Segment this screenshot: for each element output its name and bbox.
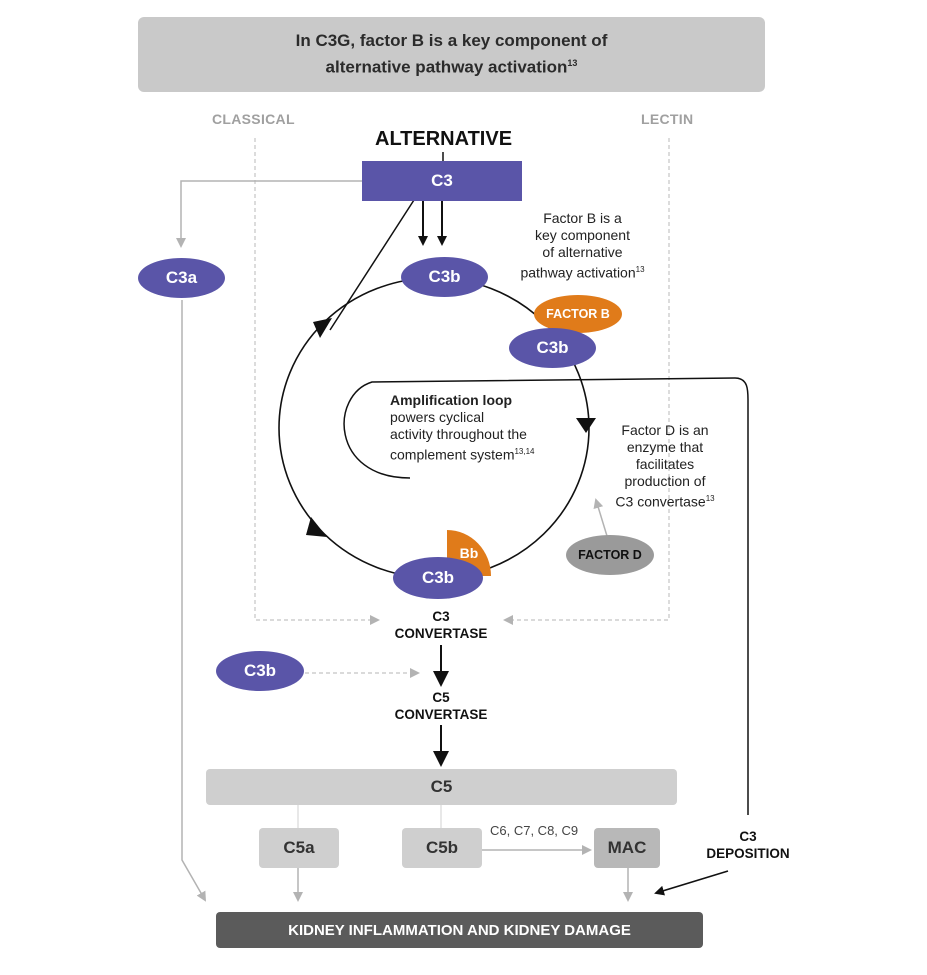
factor-d-note-line-5-text: C3 convertase: [615, 493, 706, 510]
amplification-note: Amplification loop powers cyclical activ…: [390, 392, 565, 464]
classical-pathway-label: CLASSICAL: [212, 111, 295, 127]
alternative-pathway-label: ALTERNATIVE: [375, 128, 513, 150]
factor-d-node: FACTOR D: [566, 535, 654, 575]
factor-b-note-line-4: pathway activation13: [505, 261, 660, 282]
c5-convertase-line-1: C5: [432, 690, 450, 705]
c3-convertase-line-1: C3: [432, 609, 450, 624]
banner-line-2-text: alternative pathway activation: [325, 57, 568, 77]
factor-d-note-line-1: Factor D is an: [621, 422, 709, 438]
c5-convertase-label: C5 CONVERTASE: [381, 689, 501, 723]
factor-d-ref: 13: [705, 494, 715, 503]
c3b-right-node: C3b: [509, 328, 596, 368]
factor-d-note-line-3: facilitates: [635, 456, 695, 472]
c3-box: C3: [362, 161, 522, 201]
factor-d-note: Factor D is an enzyme that facilitates p…: [600, 422, 730, 511]
c3a-node: C3a: [138, 258, 225, 298]
amplification-line-1: powers cyclical: [390, 409, 485, 425]
c3b-left-node: C3b: [216, 651, 304, 691]
kidney-damage-box: KIDNEY INFLAMMATION AND KIDNEY DAMAGE: [216, 912, 703, 948]
c3-deposition-label: C3 DEPOSITION: [698, 828, 798, 862]
c5a-box: C5a: [259, 828, 339, 868]
factor-b-ref: 13: [635, 265, 645, 274]
c3-convertase-line-2: CONVERTASE: [394, 626, 488, 641]
c3-deposition-line-1: C3: [739, 829, 757, 844]
mac-box: MAC: [594, 828, 660, 868]
amplification-line-3: complement system13,14: [390, 443, 565, 464]
banner-line-2: alternative pathway activation13: [326, 52, 578, 79]
factor-b-note-line-4-text: pathway activation: [520, 264, 636, 281]
amplification-line-2: activity throughout the: [390, 426, 527, 442]
factor-d-note-line-5: C3 convertase13: [600, 490, 730, 511]
c5-box: C5: [206, 769, 677, 805]
c3b-top-node: C3b: [401, 257, 488, 297]
c3-convertase-label: C3 CONVERTASE: [381, 608, 501, 642]
c5b-box: C5b: [402, 828, 482, 868]
factor-b-note: Factor B is a key component of alternati…: [505, 210, 660, 282]
factor-d-note-line-2: enzyme that: [626, 439, 704, 455]
title-banner: In C3G, factor B is a key component of a…: [138, 17, 765, 92]
factor-b-note-line-1: Factor B is a: [543, 210, 622, 226]
factor-b-note-line-2: key component: [535, 227, 630, 243]
amplification-title: Amplification loop: [390, 392, 513, 408]
factor-d-note-line-4: production of: [624, 473, 706, 489]
banner-ref: 13: [567, 58, 578, 69]
banner-line-1: In C3G, factor B is a key component of: [295, 31, 608, 51]
c3-deposition-line-2: DEPOSITION: [706, 846, 790, 861]
c6-c9-label: C6, C7, C8, C9: [490, 823, 579, 838]
factor-b-node: FACTOR B: [534, 295, 622, 333]
c5-convertase-line-2: CONVERTASE: [394, 707, 488, 722]
factor-b-note-line-3: of alternative: [542, 244, 623, 260]
amplification-ref: 13,14: [514, 447, 535, 456]
c3b-bottom-node: C3b: [393, 557, 483, 599]
lectin-pathway-label: LECTIN: [641, 111, 694, 127]
amplification-line-3-text: complement system: [390, 446, 515, 463]
